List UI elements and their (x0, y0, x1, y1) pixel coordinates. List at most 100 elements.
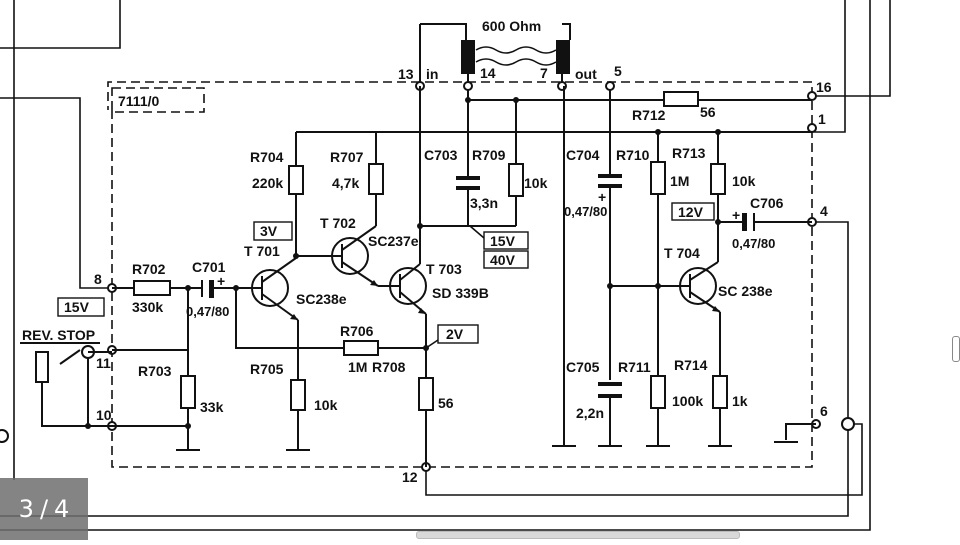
c704-name: C704 (566, 147, 600, 163)
r713-name: R713 (672, 145, 706, 161)
c701-plus: + (217, 273, 225, 289)
c706-name: C706 (750, 195, 784, 211)
r708-value: 56 (438, 395, 454, 411)
t704-type: SC 238e (718, 283, 773, 299)
transistor-t702 (331, 225, 379, 287)
c701-name: C701 (192, 259, 226, 275)
module-id-box (111, 87, 205, 113)
page-separator: / (39, 495, 49, 523)
r714-value: 1k (732, 393, 748, 409)
r713-value: 10k (732, 173, 756, 189)
r707-name: R707 (330, 149, 364, 165)
pin-10: 10 (96, 407, 112, 423)
r714-name: R714 (674, 357, 708, 373)
c703-name: C703 (424, 147, 458, 163)
c706-plus: + (732, 207, 740, 223)
r709-value: 10k (524, 175, 548, 191)
t701-name: T 701 (244, 243, 280, 259)
transistor-t701 (251, 257, 299, 321)
voltage-12v: 12V (678, 204, 704, 220)
resistor-r709 (508, 163, 524, 197)
resistor-r702 (133, 280, 171, 296)
pin-14: 14 (480, 65, 496, 81)
voltage-15v-t703: 15V (490, 233, 516, 249)
r712-name: R712 (632, 107, 666, 123)
pin-11: 11 (96, 355, 111, 371)
resistor-r707 (368, 163, 384, 195)
horizontal-scrollbar[interactable] (416, 531, 740, 539)
page-total: 4 (54, 495, 70, 523)
r706-name: R706 (340, 323, 374, 339)
voltage-badge-15v-t703 (483, 231, 529, 250)
page-indicator: 3 / 4 (0, 478, 88, 540)
c701-value: 0,47/80 (186, 304, 229, 319)
voltage-3v: 3V (260, 223, 278, 239)
r711-value: 100k (672, 393, 703, 409)
voltage-15v-input: 15V (64, 299, 90, 315)
voltage-40v: 40V (490, 252, 516, 268)
voltage-badge-2v (437, 324, 479, 344)
r703-name: R703 (138, 363, 172, 379)
t702-type: SC237e (368, 233, 419, 249)
pin-16: 16 (816, 79, 832, 95)
voltage-badge-40v (483, 250, 529, 269)
resistor-r703 (180, 375, 196, 409)
r710-name: R710 (616, 147, 650, 163)
t703-name: T 703 (426, 261, 462, 277)
pin-4: 4 (820, 203, 828, 219)
resistor-r704 (288, 165, 304, 195)
pin-13: 13 (398, 66, 414, 82)
c706-value: 0,47/80 (732, 236, 775, 251)
t704-name: T 704 (664, 245, 700, 261)
resistor-r705 (290, 379, 306, 411)
transformer-in-label: in (426, 66, 438, 82)
transformer-core-out (556, 40, 570, 74)
r705-name: R705 (250, 361, 284, 377)
transistor-t704 (679, 261, 721, 313)
t701-type: SC238e (296, 291, 347, 307)
external-wiring (0, 0, 891, 531)
resistor-r710 (650, 161, 666, 195)
r710-value: 1M (670, 173, 689, 189)
resistor-r708 (418, 377, 434, 411)
transformer-label: 600 Ohm (482, 18, 541, 34)
voltage-badge-15v-input (57, 297, 105, 317)
pin-6: 6 (820, 403, 828, 419)
r711-name: R711 (618, 359, 651, 375)
voltage-badge-12v (671, 202, 715, 221)
r706-value: 1M (348, 359, 367, 375)
t703-type: SD 339B (432, 285, 489, 301)
page-current: 3 (18, 495, 34, 523)
voltage-badge-3v (253, 221, 293, 241)
transistor-t703 (389, 263, 427, 315)
pin-1: 1 (818, 111, 826, 127)
r704-name: R704 (250, 149, 284, 165)
r705-value: 10k (314, 397, 338, 413)
c705-value: 2,2n (576, 405, 604, 421)
pin-7: 7 (540, 65, 548, 81)
transformer-out-label: out (575, 66, 597, 82)
t702-name: T 702 (320, 215, 356, 231)
resistor-r712 (663, 91, 699, 107)
c704-value: 0,47/80 (564, 204, 607, 219)
resistor-r706 (343, 340, 379, 356)
resistor-r713 (710, 163, 726, 195)
pin-5: 5 (614, 63, 622, 79)
rev-stop-switch (35, 351, 49, 383)
r708-name: R708 (372, 359, 406, 375)
c704-plus: + (598, 189, 606, 205)
r707-value: 4,7k (332, 175, 359, 191)
r702-name: R702 (132, 261, 166, 277)
resistor-r714 (712, 375, 728, 409)
pin-8: 8 (94, 271, 102, 287)
transformer: 600 Ohm in out (419, 18, 597, 86)
resistor-r711 (650, 375, 666, 409)
rev-stop-label: REV. STOP (22, 327, 95, 343)
r702-value: 330k (132, 299, 163, 315)
r712-value: 56 (700, 104, 716, 120)
voltage-2v: 2V (446, 326, 464, 342)
side-panel-handle[interactable] (952, 336, 960, 362)
r709-name: R709 (472, 147, 506, 163)
